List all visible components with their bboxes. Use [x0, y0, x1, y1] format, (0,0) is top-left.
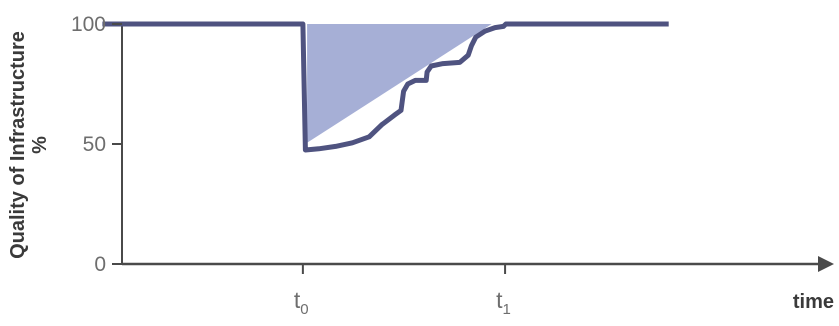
- x-ticks: t0 t1: [294, 264, 511, 318]
- x-axis-arrowhead: [818, 256, 834, 272]
- series-layer: [102, 21, 669, 153]
- axes-layer: [121, 22, 834, 272]
- series-line-0: [102, 21, 669, 153]
- x-tick-label: t0: [294, 287, 309, 318]
- y-tick-label: 50: [83, 133, 106, 156]
- x-axis-title: time: [793, 291, 834, 313]
- y-tick-label: 0: [94, 253, 106, 276]
- x-tick-label: t1: [496, 287, 511, 318]
- y-axis-title: Quality of Infrastructure%: [7, 31, 51, 259]
- y-ticks: 0 50 100: [71, 13, 122, 276]
- y-tick-label: 100: [71, 13, 106, 36]
- shaded-triangle: [307, 24, 492, 143]
- shaded-recovery-area: [307, 24, 492, 143]
